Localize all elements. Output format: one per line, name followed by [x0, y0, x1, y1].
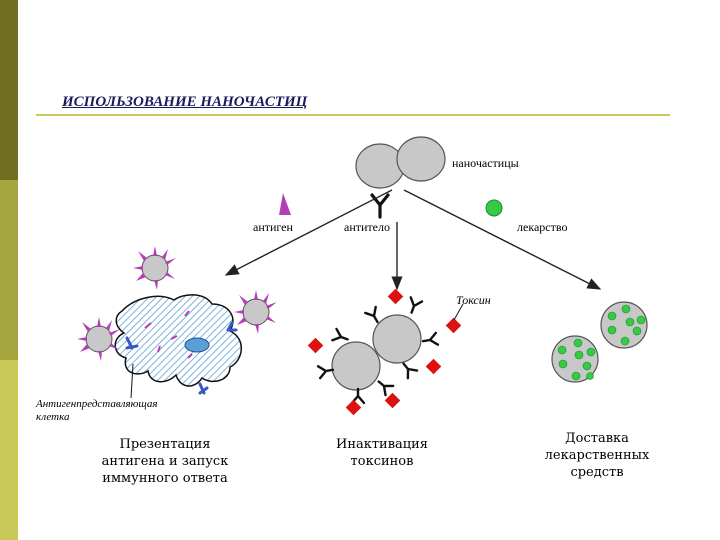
- sidebar-segment-bottom: [0, 360, 18, 540]
- caption-drug-delivery: Доставка лекарственных средств: [544, 431, 650, 480]
- title-divider: [36, 114, 670, 116]
- antigen-spike-icon: [279, 193, 291, 215]
- drug-dot-icon: [485, 199, 503, 217]
- drug-carrier-particle: [551, 335, 599, 383]
- antigen-particle: [77, 317, 120, 361]
- label-apc-line1: Антигенпредставляющая: [36, 398, 158, 410]
- caption-toxin-inactivation: Инактивация токсинов: [335, 437, 429, 469]
- caption-antigen-presentation: Презентация антигена и запуск иммунного …: [101, 437, 229, 486]
- toxin-inactivation-group: [307, 288, 464, 416]
- branch-arrows: [224, 189, 602, 291]
- label-antibody: антитело: [344, 220, 390, 234]
- antigen-particle: [234, 290, 277, 334]
- sidebar-segment-middle: [0, 180, 18, 360]
- page-title: ИСПОЛЬЗОВАНИЕ НАНОЧАСТИЦ: [62, 94, 308, 110]
- label-drug: лекарство: [517, 220, 568, 234]
- sidebar-segment-top: [0, 0, 18, 180]
- sidebar-stripe: [0, 0, 18, 540]
- label-antigen: антиген: [253, 220, 293, 234]
- antigen-presenting-cell: [114, 294, 242, 399]
- nanoparticles-pair: [355, 136, 446, 189]
- label-nanoparticles: наночастицы: [452, 156, 519, 170]
- label-apc-line2: клетка: [36, 411, 70, 423]
- drug-carrier-particle: [600, 301, 648, 349]
- label-toxin: Токсин: [456, 293, 491, 307]
- antigen-particle: [133, 246, 176, 290]
